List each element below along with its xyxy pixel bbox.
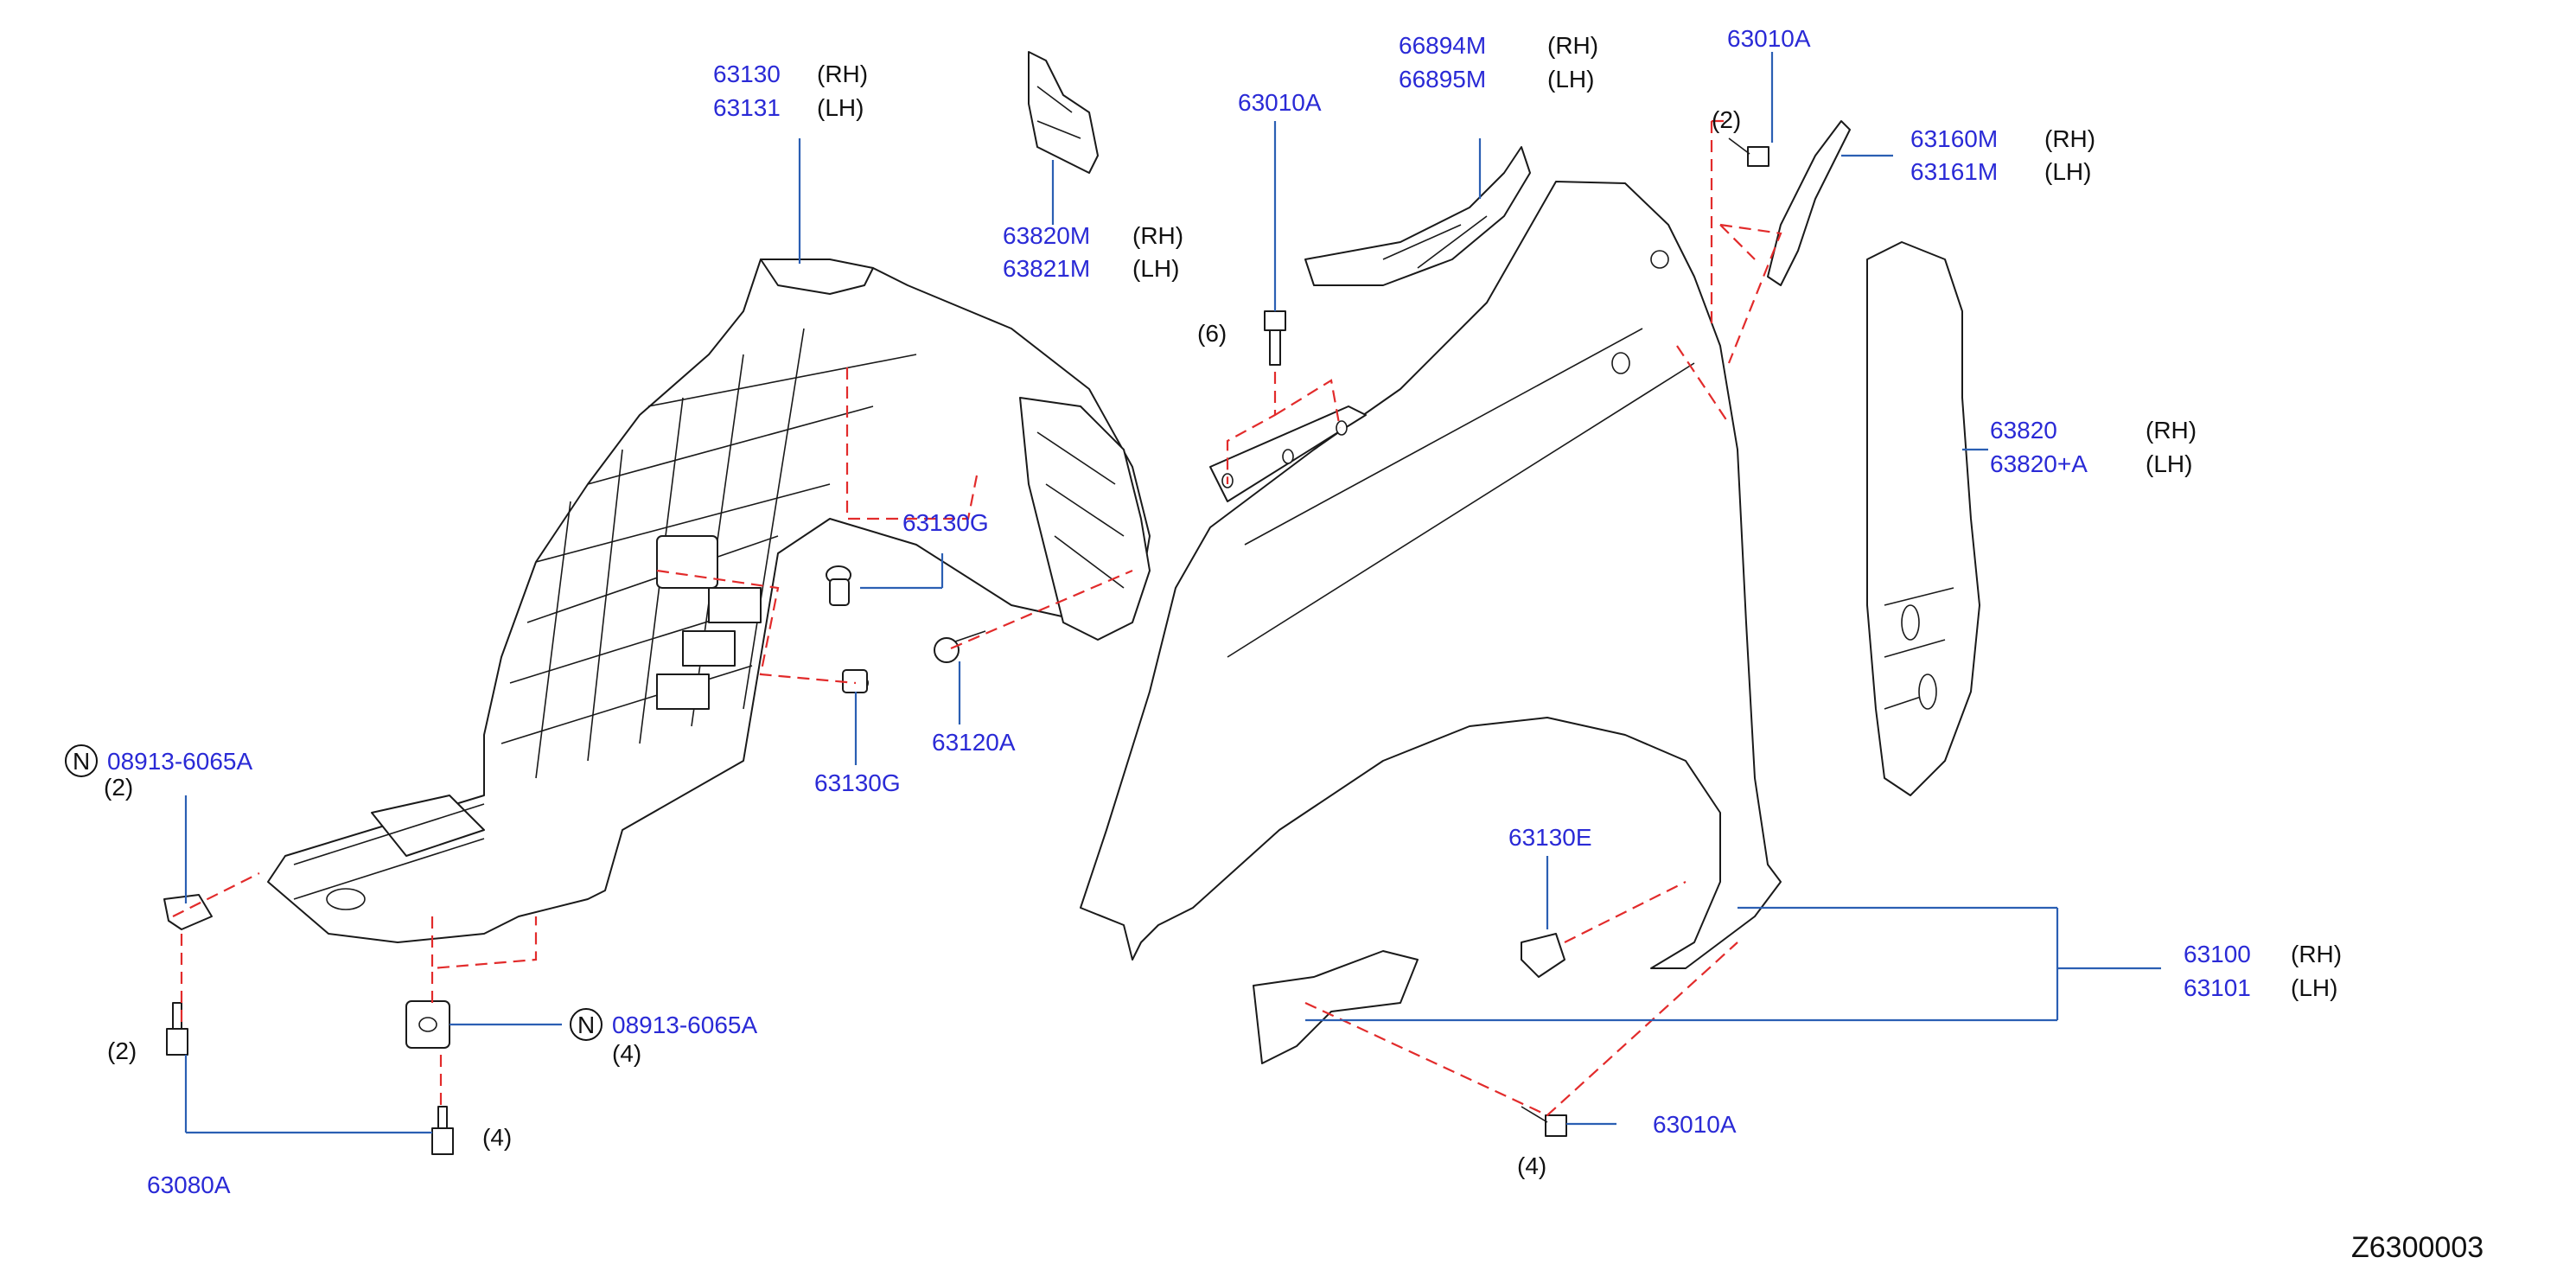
clip-nut-right <box>405 1000 450 1049</box>
cover-63160m <box>1767 120 1851 286</box>
label-lh: (LH) <box>817 94 864 121</box>
label-63130g-lower: 63130G <box>814 769 901 796</box>
label-rh: (RH) <box>1547 32 1598 59</box>
label-lh: (LH) <box>2291 974 2337 1001</box>
label-66894m: 66894M <box>1399 32 1486 59</box>
n-symbol-right <box>570 1008 603 1041</box>
clip-nut-left <box>163 894 213 930</box>
bolt-63080a-right <box>431 1106 454 1155</box>
label-63080a: 63080A <box>147 1171 231 1198</box>
label-63820: 63820 <box>1990 417 2057 444</box>
label-63160m: 63160M <box>1910 125 1998 152</box>
assembly-dashed-lines <box>172 119 1782 1117</box>
label-63120a: 63120A <box>932 729 1016 756</box>
n-symbol-left <box>65 744 98 777</box>
label-rh: (RH) <box>2291 941 2342 967</box>
label-63131: 63131 <box>713 94 781 121</box>
bolt-63010a-bot <box>1521 1106 1567 1137</box>
label-63130e: 63130E <box>1508 824 1592 851</box>
label-lh: (LH) <box>1547 66 1594 93</box>
label-lh: (LH) <box>2146 450 2192 477</box>
seal-bracket-63820m <box>1028 51 1099 174</box>
clip-63130e <box>1521 933 1565 978</box>
label-66895m: 66895M <box>1399 66 1486 93</box>
qty-4-bot: (4) <box>1517 1152 1546 1179</box>
callout-lines <box>184 52 2161 1134</box>
diagram-code: Z6300003 <box>2351 1231 2484 1264</box>
bolt-63080a-left <box>166 1002 188 1056</box>
front-fender-part <box>1080 181 1782 969</box>
n-symbol-left-text: N <box>73 748 90 775</box>
label-08913-6065a-right: 08913-6065A <box>612 1012 757 1038</box>
qty-4-right: (4) <box>612 1040 641 1067</box>
label-63820m: 63820M <box>1003 222 1090 249</box>
label-63010a-top: 63010A <box>1727 25 1811 52</box>
clip-63130g-upper <box>826 565 851 606</box>
label-lh: (LH) <box>2044 158 2091 185</box>
bolt-63010a-top <box>1728 137 1769 167</box>
n-symbol-right-text: N <box>577 1012 595 1038</box>
label-lh: (LH) <box>1132 255 1179 282</box>
label-63100: 63100 <box>2184 941 2251 967</box>
label-63130: 63130 <box>713 61 781 87</box>
bolt-63010a-mid <box>1264 310 1286 366</box>
label-63010a-bot: 63010A <box>1653 1111 1737 1138</box>
label-63821m: 63821M <box>1003 255 1090 282</box>
label-08913-6065a-left: 08913-6065A <box>107 748 252 775</box>
label-63820-a: 63820+A <box>1990 450 2088 477</box>
label-63161m: 63161M <box>1910 158 1998 185</box>
label-rh: (RH) <box>817 61 868 87</box>
label-rh: (RH) <box>2044 125 2095 152</box>
screw-63120a <box>934 630 986 663</box>
qty-6: (6) <box>1197 320 1227 347</box>
label-63010a-mid: 63010A <box>1238 89 1322 116</box>
moulding-66894m <box>1304 146 1531 286</box>
qty-4-bolt: (4) <box>482 1124 512 1151</box>
label-63130g-upper: 63130G <box>902 509 989 536</box>
label-63101: 63101 <box>2184 974 2251 1001</box>
label-rh: (RH) <box>1132 222 1183 249</box>
fender-lower-bracket <box>1253 950 1419 1064</box>
fender-liner-part <box>267 259 1151 943</box>
seal-63820 <box>1866 241 1980 796</box>
qty-2-left: (2) <box>104 774 133 801</box>
qty-2-bolt: (2) <box>107 1037 137 1064</box>
qty-2-top: (2) <box>1712 106 1741 133</box>
label-rh: (RH) <box>2146 417 2197 444</box>
